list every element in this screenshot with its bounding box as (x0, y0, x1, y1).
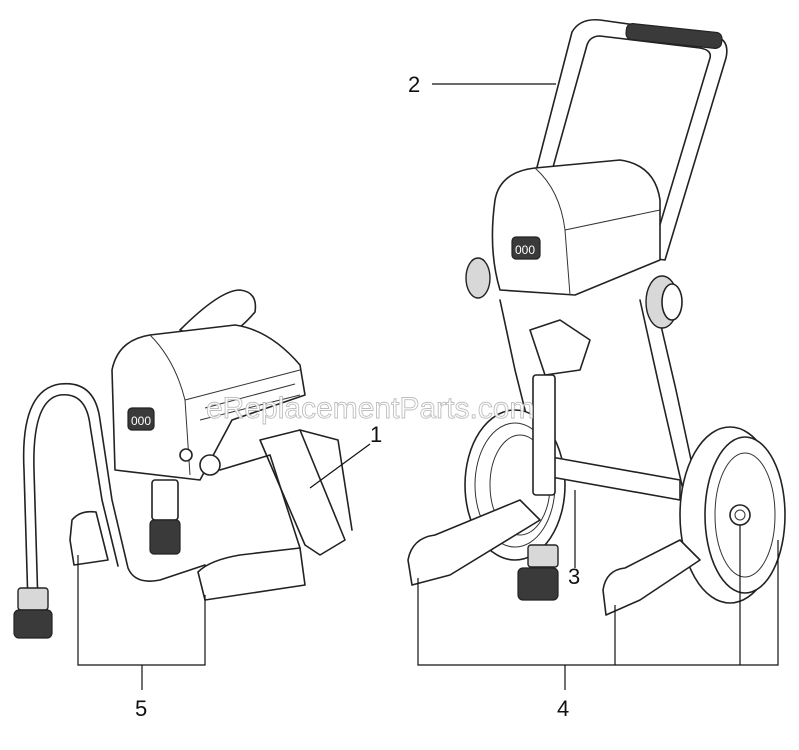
callout-5: 5 (135, 696, 147, 721)
leader-4 (417, 540, 779, 666)
callout-3: 3 (568, 564, 580, 589)
callout-1: 1 (370, 422, 382, 447)
callout-4: 4 (557, 696, 569, 721)
housing-logo: 000 (515, 243, 535, 257)
leader-1 (309, 443, 371, 489)
callout-2: 2 (408, 72, 420, 97)
watermark: eReplacementParts.com (206, 392, 534, 425)
housing-logo: 000 (131, 414, 151, 428)
cart-sprayer-illustration: 000 (407, 18, 786, 616)
callout-leaders (77, 83, 779, 690)
stand-sprayer-illustration: 000 (13, 289, 353, 639)
